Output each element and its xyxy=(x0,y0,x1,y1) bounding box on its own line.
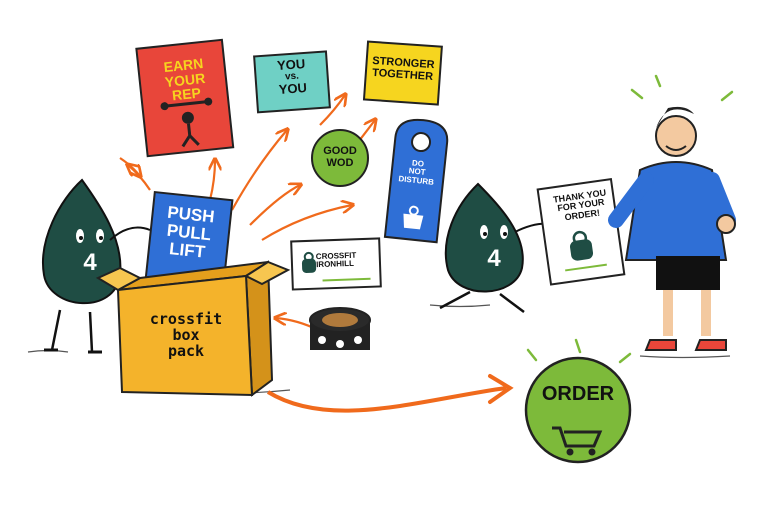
mascot-right xyxy=(439,182,552,313)
person xyxy=(608,106,736,351)
sparkles xyxy=(526,74,734,364)
poster-stronger-together xyxy=(362,40,443,106)
poster-you-vs-you xyxy=(253,50,331,114)
door-hanger xyxy=(383,118,449,244)
sticker-good-wod xyxy=(311,129,369,187)
mascot-right-number: 4 xyxy=(487,245,501,272)
order-badge[interactable] xyxy=(524,356,632,464)
tape-roll xyxy=(309,307,371,350)
business-card xyxy=(290,237,382,291)
mascot-left xyxy=(42,178,151,354)
order-arrow xyxy=(266,386,507,413)
mascot-left-number: 4 xyxy=(83,249,97,276)
order-label[interactable]: ORDER xyxy=(541,383,615,405)
thank-you-card xyxy=(536,178,626,286)
box xyxy=(95,260,291,397)
poster-earn-your-rep xyxy=(135,38,235,158)
